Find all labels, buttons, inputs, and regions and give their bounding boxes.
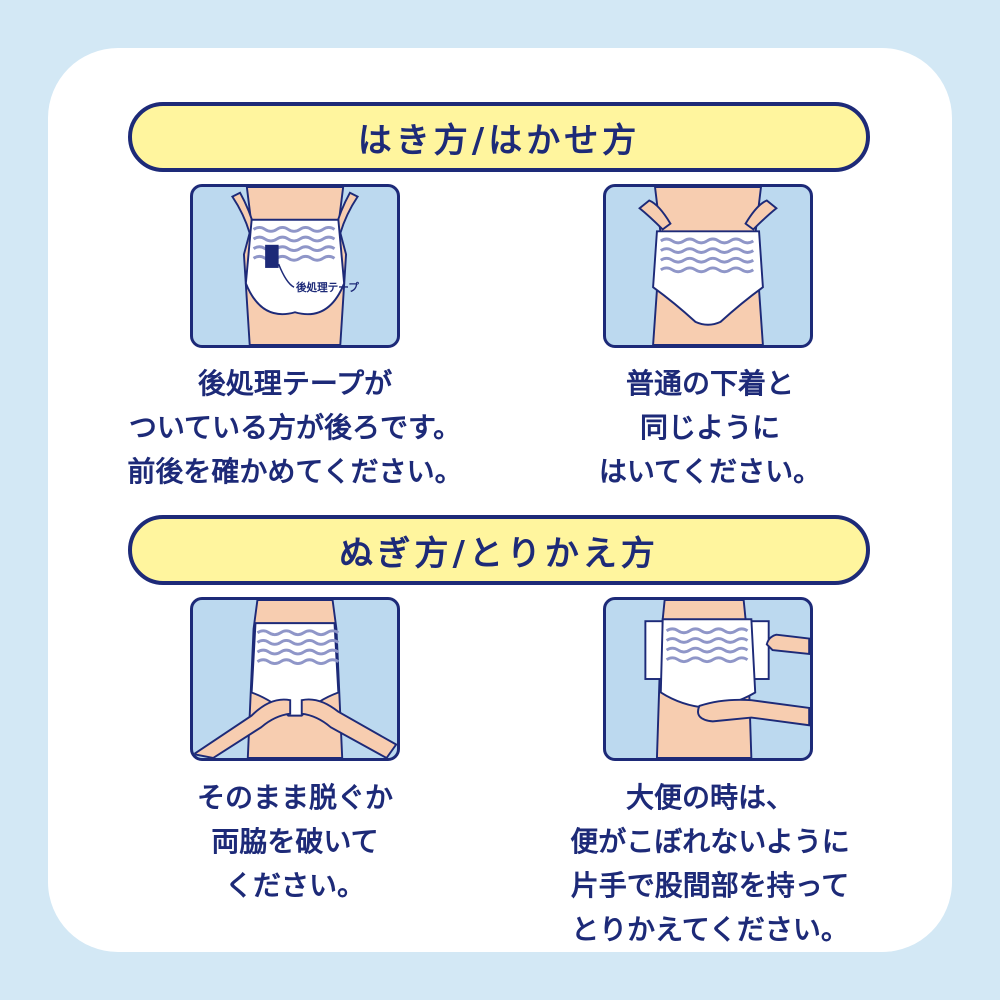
- tape-label: 後処理テープ: [295, 281, 359, 294]
- caption-wearing-back: 後処理テープが ついている方が後ろです。 前後を確かめてください。: [110, 362, 480, 494]
- caption-line: 両脇を破いて: [211, 825, 379, 858]
- illustration-back-view: 後処理テープ: [190, 184, 400, 348]
- front-view-drawing: [638, 187, 778, 345]
- caption-line: はいてください。: [598, 455, 822, 488]
- caption-line: 同じように: [639, 411, 780, 444]
- caption-removing-bowel: 大便の時は、 便がこぼれないように 片手で股間部を持って とりかえてください。: [530, 776, 890, 952]
- illustration-tear-sides: [190, 597, 400, 761]
- caption-removing-tear: そのまま脱ぐか 両脇を破いて ください。: [110, 776, 480, 908]
- caption-line: そのまま脱ぐか: [196, 781, 393, 814]
- tape-marker: [265, 244, 279, 268]
- caption-line: 前後を確かめてください。: [127, 455, 463, 488]
- wearing-section-title: はき方/はかせ方: [128, 102, 870, 172]
- caption-line: ついている方が後ろです。: [128, 411, 462, 444]
- caption-wearing-front: 普通の下着と 同じように はいてください。: [530, 362, 890, 494]
- caption-line: 大便の時は、: [625, 781, 794, 814]
- back-view-drawing: 後処理テープ: [230, 187, 359, 345]
- caption-line: 普通の下着と: [625, 367, 794, 400]
- removing-section-title: ぬぎ方/とりかえ方: [128, 515, 870, 585]
- illustration-hold-crotch: [603, 597, 813, 761]
- caption-line: 後処理テープが: [197, 367, 393, 400]
- caption-line: ください。: [224, 869, 365, 902]
- tear-sides-drawing: [193, 600, 397, 758]
- caption-line: とりかえてください。: [571, 913, 849, 946]
- illustration-front-view: [603, 184, 813, 348]
- caption-line: 便がこぼれないように: [570, 825, 850, 858]
- caption-line: 片手で股間部を持って: [570, 869, 850, 902]
- hold-crotch-drawing: [644, 600, 810, 758]
